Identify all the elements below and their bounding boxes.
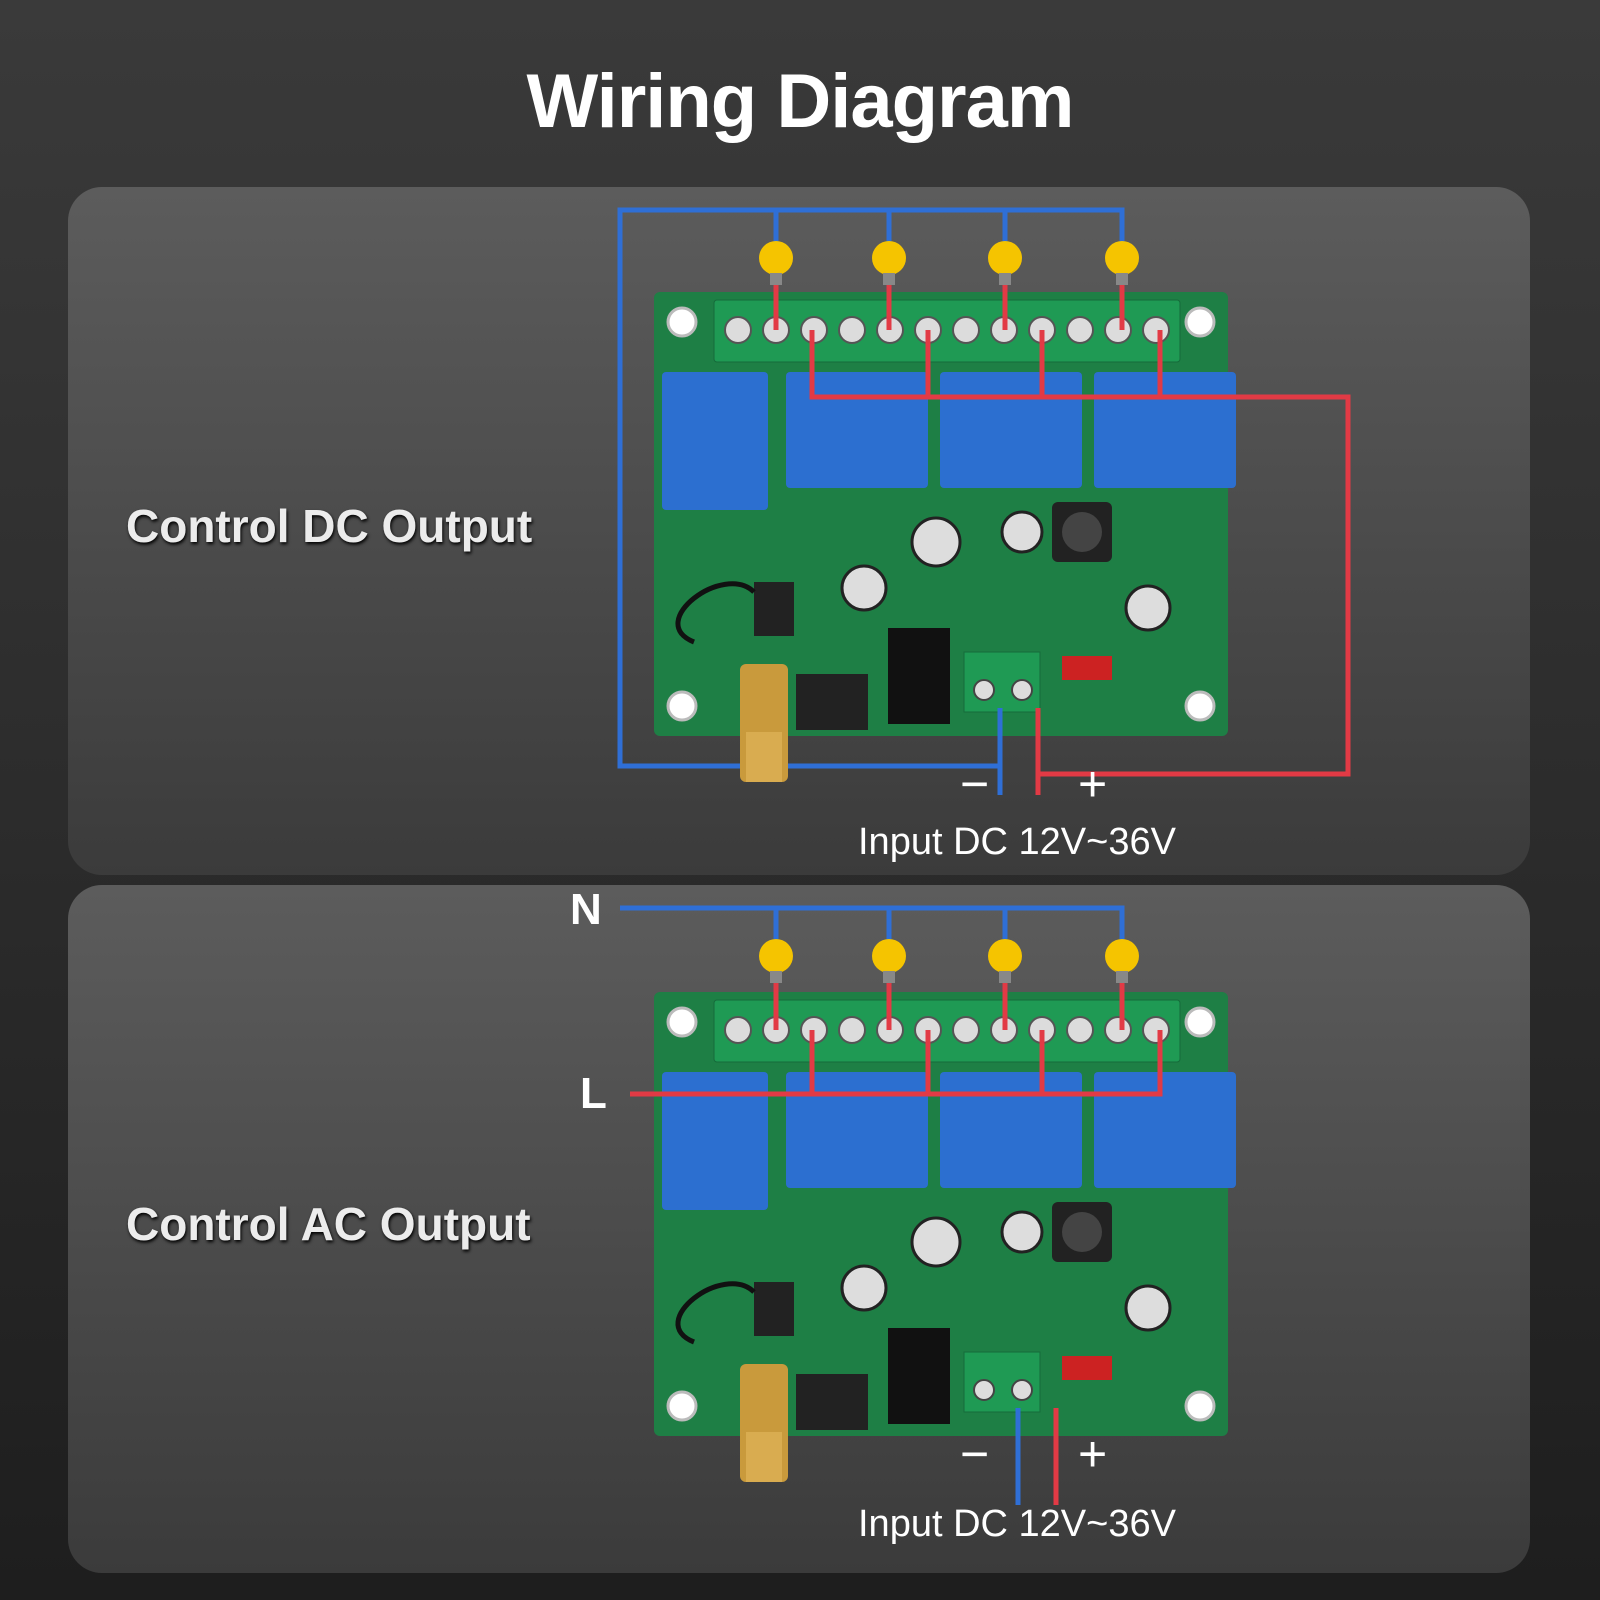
relay-1 xyxy=(786,372,928,488)
bulbs xyxy=(759,241,1139,275)
plus-sign-ac: + xyxy=(1078,1426,1108,1482)
relay-left xyxy=(662,372,768,510)
bulb-to-terminal-wires xyxy=(773,285,1125,330)
neutral-drop xyxy=(773,210,1008,245)
relay-board-ac xyxy=(654,992,1236,1482)
terminal-screws xyxy=(724,316,1170,344)
ac-output-panel: Control AC Output xyxy=(68,885,1530,1573)
live-label: L xyxy=(580,1069,607,1118)
neutral-label: N xyxy=(570,885,602,934)
plus-sign: + xyxy=(1078,756,1108,812)
ac-wiring-diagram xyxy=(620,905,1236,1505)
minus-sign-ac: − xyxy=(960,1426,990,1482)
relay-3 xyxy=(1094,372,1236,488)
live-wire-ac xyxy=(630,1030,1163,1097)
ac-output-label: Control AC Output xyxy=(126,1198,531,1250)
neutral-wire-ac xyxy=(620,905,1125,943)
input-dc-label: Input DC 12V~36V xyxy=(858,821,1176,863)
neutral-wire xyxy=(617,207,1125,795)
relay-board xyxy=(654,292,1236,782)
dc-output-label: Control DC Output xyxy=(126,500,533,552)
minus-sign: − xyxy=(960,756,990,812)
dc-wiring-diagram xyxy=(617,207,1351,795)
relay-2 xyxy=(940,372,1082,488)
dc-output-panel: Control DC Output xyxy=(68,187,1530,875)
live-wire xyxy=(809,330,1351,795)
input-dc-label-ac: Input DC 12V~36V xyxy=(858,1503,1176,1545)
page-title: Wiring Diagram xyxy=(526,59,1075,144)
